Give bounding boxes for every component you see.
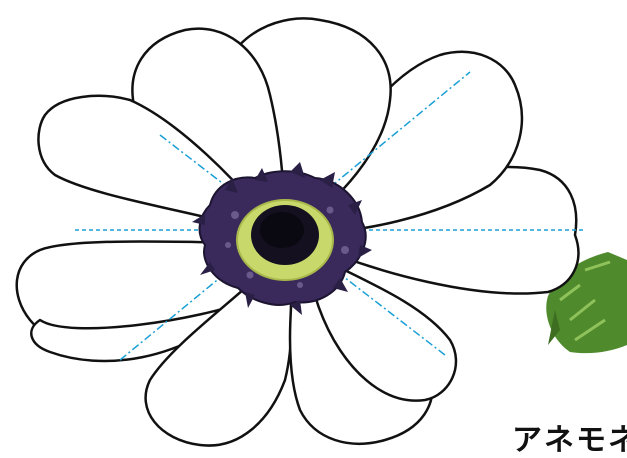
flower-name-caption: アネモネ xyxy=(512,426,627,456)
